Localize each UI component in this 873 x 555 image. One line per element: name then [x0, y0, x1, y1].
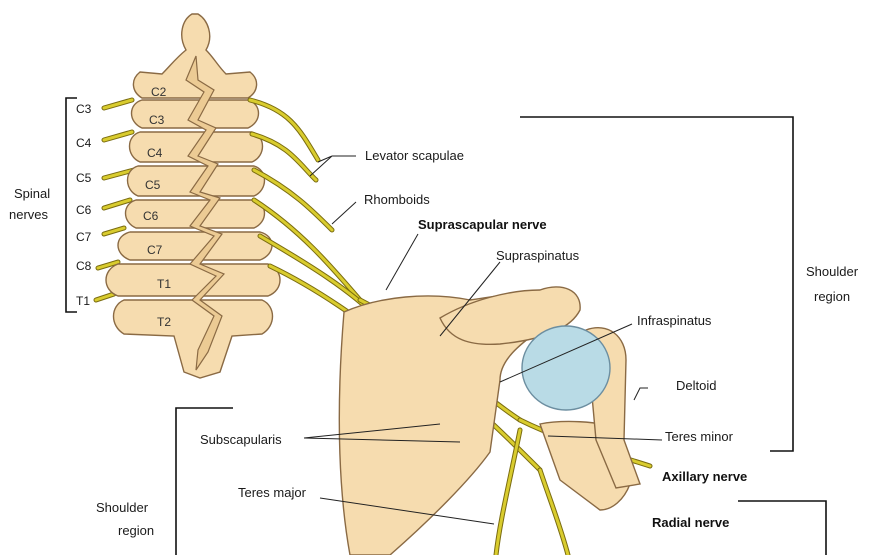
- lower-right-bracket: [738, 501, 826, 555]
- spinal-nerves-bracket: Spinal nerves C3 C4 C5 C6 C7 C8 T1: [9, 98, 92, 312]
- label-supraspinatus: Supraspinatus: [496, 248, 580, 263]
- label-suprascapular-nerve: Suprascapular nerve: [418, 217, 547, 232]
- vertebra-c5: C5: [145, 178, 161, 192]
- vertebra-c4: C4: [147, 146, 163, 160]
- label-deltoid: Deltoid: [676, 378, 716, 393]
- label-levator-scapulae: Levator scapulae: [365, 148, 464, 163]
- label-axillary-nerve: Axillary nerve: [662, 469, 747, 484]
- spinal-level-c3: C3: [76, 102, 92, 116]
- shoulder-region-left-line2: region: [118, 523, 154, 538]
- vertebra-t1: T1: [157, 277, 171, 291]
- spinal-level-t1: T1: [76, 294, 90, 308]
- vertebra-c3: C3: [149, 113, 165, 127]
- glenoid-cavity: [522, 326, 610, 410]
- spinal-nerves-label-line2: nerves: [9, 207, 49, 222]
- spinal-level-c7: C7: [76, 230, 92, 244]
- vertebral-column: C2 C3 C4 C5 C6 C7 T1 T2: [106, 14, 280, 378]
- shoulder-bones: [339, 287, 640, 555]
- shoulder-region-left-line1: Shoulder: [96, 500, 149, 515]
- label-radial-nerve: Radial nerve: [652, 515, 729, 530]
- shoulder-region-left-bracket: Shoulder region: [96, 408, 233, 555]
- vertebra-c7: C7: [147, 243, 163, 257]
- spinal-level-c4: C4: [76, 136, 92, 150]
- label-rhomboids: Rhomboids: [364, 192, 430, 207]
- spinal-nerves-label-line1: Spinal: [14, 186, 50, 201]
- spinal-level-c8: C8: [76, 259, 92, 273]
- spinal-level-c6: C6: [76, 203, 92, 217]
- vertebra-c2: C2: [151, 85, 167, 99]
- vertebra-c6: C6: [143, 209, 159, 223]
- label-infraspinatus: Infraspinatus: [637, 313, 712, 328]
- label-teres-major: Teres major: [238, 485, 307, 500]
- shoulder-region-right-line2: region: [814, 289, 850, 304]
- label-teres-minor: Teres minor: [665, 429, 734, 444]
- shoulder-region-right-line1: Shoulder: [806, 264, 859, 279]
- label-subscapularis: Subscapularis: [200, 432, 282, 447]
- spinal-level-c5: C5: [76, 171, 92, 185]
- vertebra-t2: T2: [157, 315, 171, 329]
